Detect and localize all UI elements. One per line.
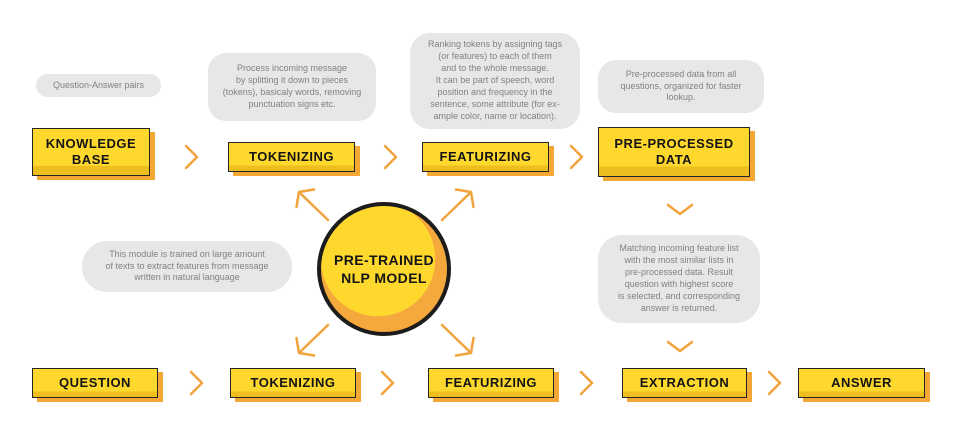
node-preprocessed-data: PRE-PROCESSED DATA: [598, 127, 750, 177]
node-tokenizing-top: TOKENIZING: [228, 142, 355, 172]
node-featurizing-bottom: FEATURIZING: [428, 368, 554, 398]
annotation-nlp-model: This module is trained on large amount o…: [82, 241, 292, 292]
node-answer: ANSWER: [798, 368, 925, 398]
nlp-model-circle: PRE-TRAINED NLP MODEL: [317, 202, 451, 336]
node-tokenizing-bottom: TOKENIZING: [230, 368, 356, 398]
node-question: QUESTION: [32, 368, 158, 398]
chevron-down-icon: [665, 339, 695, 360]
annotation-tokenizing: Process incoming message by splitting it…: [208, 53, 376, 121]
model-arrows: [280, 180, 495, 375]
chevron-right-icon: [379, 369, 397, 402]
arrow-down-right-icon: [440, 323, 475, 357]
node-featurizing-top: FEATURIZING: [422, 142, 549, 172]
annotation-preprocessed-data: Pre-processed data from all questions, o…: [598, 60, 764, 113]
arrow-up-right-icon: [440, 188, 475, 222]
annotation-extraction: Matching incoming feature list with the …: [598, 235, 760, 323]
chevron-right-icon: [766, 369, 784, 402]
annotation-featurizing: Ranking tokens by assigning tags (or fea…: [410, 33, 580, 129]
arrow-down-left-icon: [295, 323, 330, 357]
node-knowledge-base: KNOWLEDGE BASE: [32, 128, 150, 176]
chevron-down-icon: [665, 202, 695, 223]
annotation-qa-pairs: Question-Answer pairs: [36, 74, 161, 97]
chevron-right-icon: [183, 143, 201, 176]
chevron-right-icon: [578, 369, 596, 402]
chevron-right-icon: [188, 369, 206, 402]
chevron-right-icon: [382, 143, 400, 176]
arrow-up-left-icon: [295, 188, 330, 222]
chevron-right-icon: [568, 143, 586, 176]
node-extraction: EXTRACTION: [622, 368, 747, 398]
